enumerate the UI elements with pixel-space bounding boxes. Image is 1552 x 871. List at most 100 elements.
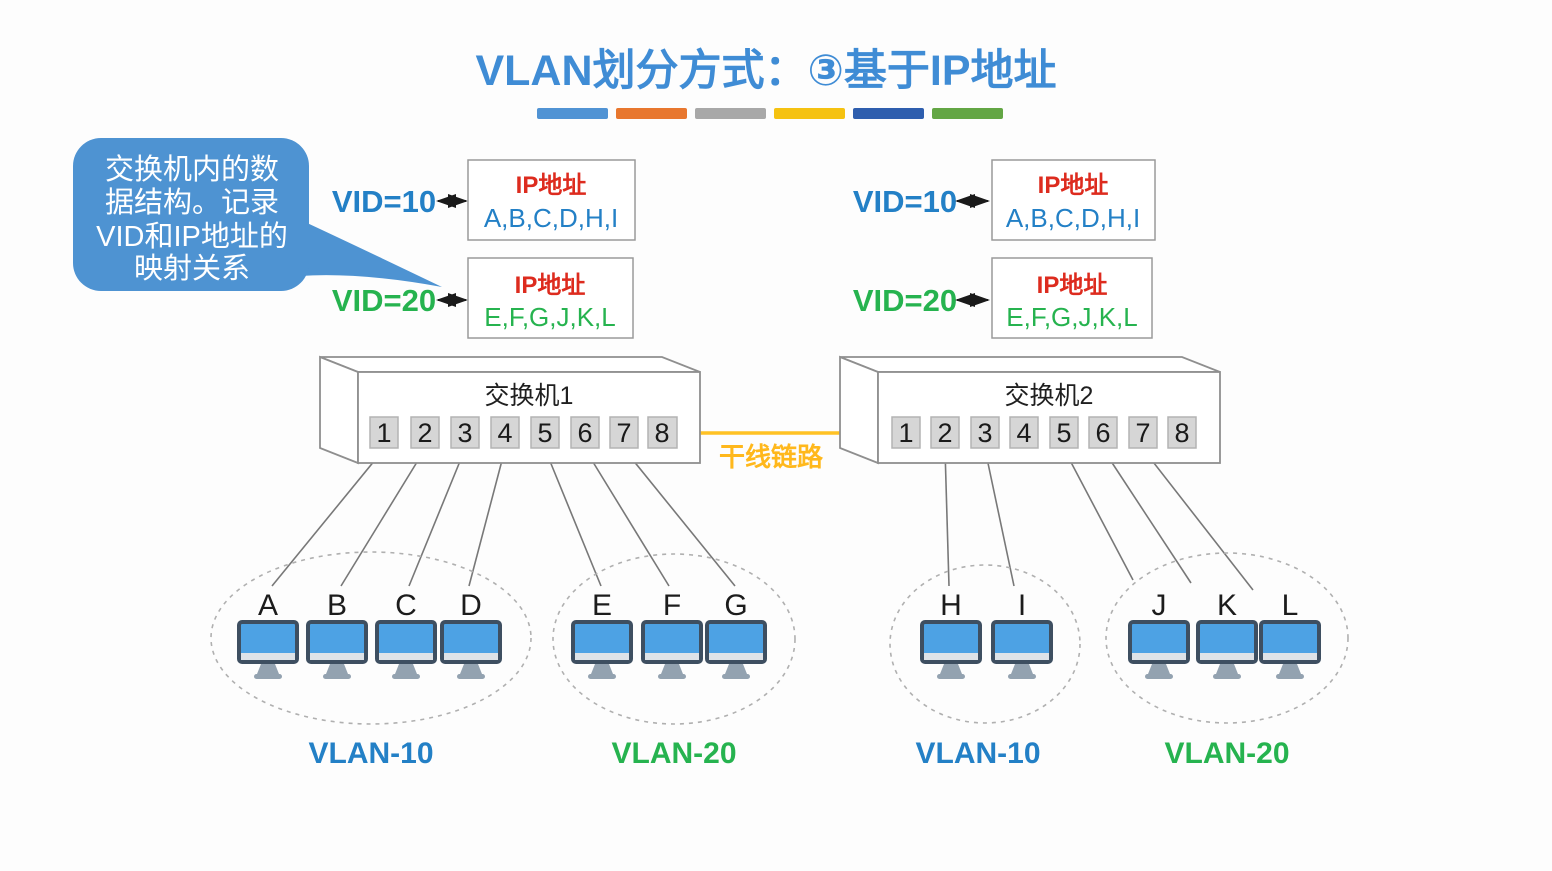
page-title: VLAN划分方式：③基于IP地址: [475, 47, 1056, 95]
vlan20-left-ellipse: [552, 553, 796, 725]
ip-box-members: E,F,G,J,K,L: [1006, 302, 1138, 332]
port-number: 2: [937, 418, 952, 448]
trunk-label: 干线链路: [719, 442, 824, 472]
cable: [271, 448, 385, 587]
switch2-port-7: [1128, 416, 1158, 449]
switch1-port-2: [410, 416, 440, 449]
ip-box: [467, 257, 634, 339]
computer-icon: [705, 620, 767, 681]
switch2-cables: [944, 448, 1254, 591]
accent-bar: [853, 108, 924, 119]
accent-bar-row: [537, 108, 1003, 119]
vlan10-left-label: VLAN-10: [308, 737, 433, 770]
switch-top-face: [839, 356, 1221, 373]
ip-box-title: IP地址: [1038, 172, 1109, 199]
vlan20-left-label: VLAN-20: [611, 737, 736, 770]
port-number: 5: [537, 418, 552, 448]
computer-icon: [920, 620, 982, 681]
computer-icon: [440, 620, 502, 681]
port-number: 8: [1174, 418, 1189, 448]
accent-bar: [616, 108, 687, 119]
ip-box-title: IP地址: [516, 172, 587, 199]
cable: [584, 448, 670, 587]
cable: [340, 448, 426, 587]
callout-text-line: VID和IP地址的: [96, 220, 288, 253]
computer-icon: [306, 620, 368, 681]
switch2-port-1: [891, 416, 921, 449]
vlan10-right-ellipse: [889, 564, 1081, 724]
computer-icon: [237, 620, 299, 681]
vlan10-right-label: VLAN-10: [915, 737, 1040, 770]
vlan20-right-label: VLAN-20: [1164, 737, 1289, 770]
switch1-port-6: [570, 416, 600, 449]
accent-bar: [932, 108, 1003, 119]
switch1-port-5: [530, 416, 560, 449]
computer-icon: [1259, 620, 1321, 681]
switch2-port-8: [1167, 416, 1197, 449]
switch2-name: 交换机2: [1005, 382, 1094, 410]
cable: [623, 448, 736, 587]
ip-box-title: IP地址: [1037, 272, 1108, 299]
mapping-right-vid20: VID=20 IP地址 E,F,G,J,K,L: [853, 257, 1153, 339]
ip-box-members: A,B,C,D,H,I: [484, 203, 618, 233]
host-label: I: [1018, 589, 1026, 622]
callout-body: [73, 138, 309, 291]
host-label: H: [940, 589, 962, 622]
mapping-right-vid10: VID=10 IP地址 A,B,C,D,H,I: [853, 159, 1156, 241]
port-number: 5: [1056, 418, 1071, 448]
switch1-port-1: [369, 416, 399, 449]
host-label: A: [258, 589, 278, 622]
switch1-name: 交换机1: [485, 382, 574, 410]
vlan20-right-hosts: J K L: [1128, 589, 1321, 681]
vid10-label: VID=10: [853, 184, 957, 219]
ip-box: [991, 257, 1153, 339]
callout-bubble: 交换机内的数 据结构。记录 VID和IP地址的 映射关系: [73, 138, 442, 291]
host-label: D: [460, 589, 482, 622]
switch1-port-3: [450, 416, 480, 449]
host-label: F: [663, 589, 681, 622]
accent-bar: [695, 108, 766, 119]
cable: [468, 448, 506, 587]
vid20-label: VID=20: [332, 283, 436, 318]
cable: [1102, 448, 1192, 584]
vlan10-right-hosts: H I: [920, 589, 1053, 681]
switch1-port-7: [609, 416, 639, 449]
switch1-cables: [271, 448, 736, 587]
computer-icon: [1196, 620, 1258, 681]
switch-top-face: [319, 356, 701, 373]
host-label: G: [724, 589, 747, 622]
switch2-port-6: [1088, 416, 1118, 449]
cable: [1063, 448, 1134, 581]
port-number: 6: [1095, 418, 1110, 448]
vid20-label: VID=20: [853, 283, 957, 318]
switch1-port-4: [490, 416, 520, 449]
port-number: 3: [977, 418, 992, 448]
host-label: J: [1152, 589, 1167, 622]
port-number: 3: [457, 418, 472, 448]
switch2-port-5: [1049, 416, 1079, 449]
cable: [944, 448, 950, 587]
port-number: 4: [497, 418, 512, 448]
callout-text-line: 映射关系: [134, 252, 250, 285]
callout-text-line: 交换机内的数: [105, 153, 279, 186]
vlan10-left-ellipse: [210, 551, 532, 725]
cable: [408, 448, 466, 587]
port-number: 4: [1016, 418, 1031, 448]
host-label: C: [395, 589, 417, 622]
cable: [1142, 448, 1254, 591]
host-label: L: [1282, 589, 1299, 622]
port-number: 6: [577, 418, 592, 448]
ip-box: [991, 159, 1156, 241]
cable: [544, 448, 602, 587]
host-label: K: [1217, 589, 1237, 622]
switch1: 交换机1 1 2 3 4 5 6 7 8: [319, 355, 701, 465]
switch2: 交换机2 1 2 3 4 5 6 7 8: [839, 355, 1221, 465]
callout-text-line: 据结构。记录: [105, 186, 279, 219]
vlan10-left-hosts: A B C D: [237, 589, 502, 681]
host-label: B: [327, 589, 347, 622]
switch2-port-3: [970, 416, 1000, 449]
switch1-port-8: [647, 416, 678, 449]
switch-side-face: [319, 355, 359, 465]
